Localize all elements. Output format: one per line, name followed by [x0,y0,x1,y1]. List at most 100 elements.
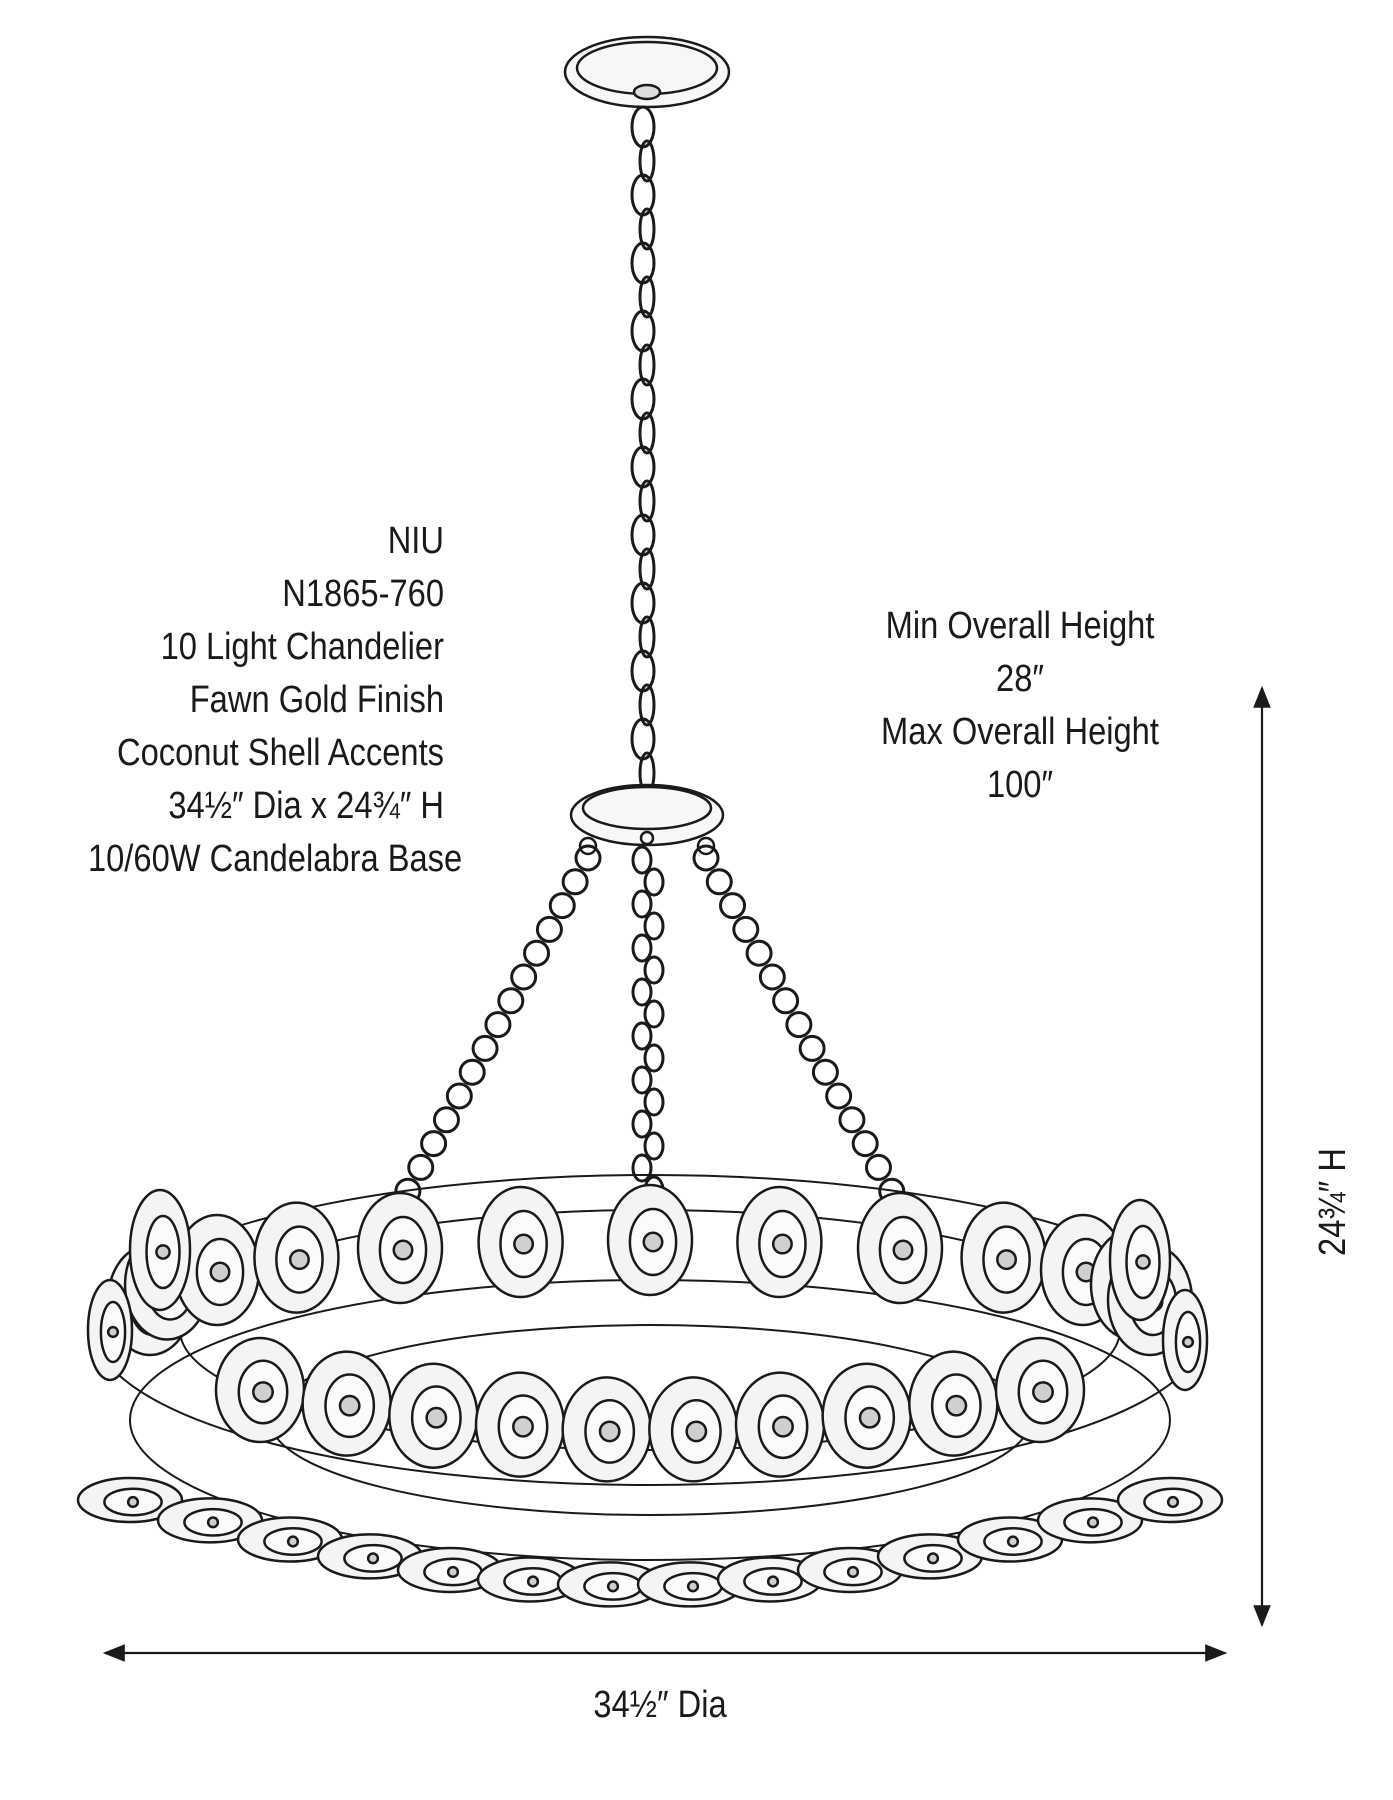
accents-spec: Coconut Shell Accents [116,732,445,774]
size-spec: 34½″ Dia x 24¾″ H [168,785,444,827]
chain-link [638,207,656,251]
chain-link [864,1153,892,1181]
lower-canopy-plate [569,783,725,856]
finish-spec: Fawn Gold Finish [189,679,444,721]
shell-disc [876,1533,984,1580]
chain-link [643,1043,665,1073]
chain-link [785,1011,813,1039]
chain-link [631,889,653,919]
shell-disc [128,1188,192,1312]
chain-link [798,1034,826,1062]
chain-link [523,939,551,967]
shell-disc [856,1191,944,1305]
chain-link [458,1058,486,1086]
product-spec-block: NIU N1865-760 10 Light Chandelier Fawn G… [87,515,463,886]
chain-link [630,445,656,489]
shell-disc [388,1362,479,1469]
shell-disc [716,1556,824,1603]
chain-link [510,963,538,991]
chain-link [719,892,747,920]
shell-disc [908,1350,999,1457]
chain-link [851,1130,879,1158]
chain-link [638,275,656,319]
shell-disc [821,1362,912,1469]
overall-height-block: Min Overall Height 28″ Max Overall Heigh… [848,600,1192,812]
shell-disc [648,1376,739,1483]
diameter-label: 34½″ Dia [593,1684,727,1726]
shell-disc [606,1183,694,1297]
shell-disc [736,1185,823,1299]
chain-link [630,649,656,693]
bulb-spec: 10/60W Candelabra Base [87,838,463,880]
shell-disc [156,1497,264,1544]
chain-link [630,513,656,557]
shell-disc [86,1278,134,1382]
shell-disc [316,1533,424,1580]
chain-link [631,977,653,1007]
brand-name: NIU [387,520,444,562]
chain-link [643,955,665,985]
shell-disc [960,1201,1047,1314]
chain-link [630,105,656,149]
chain-link [631,1153,653,1183]
min-height-value: 28″ [996,658,1044,700]
chain-link [638,547,656,591]
shell-disc [356,1191,444,1305]
shell-disc [1161,1288,1209,1392]
chain-link [432,1106,460,1134]
chain-link [825,1082,853,1110]
ceiling-canopy [563,35,731,109]
shell-disc [556,1561,664,1608]
shell-disc [301,1350,392,1457]
dimension-lines [102,685,1271,1662]
shell-disc [173,1213,261,1327]
chain-link [631,1109,653,1139]
chain-link [497,987,525,1015]
chain-link [772,987,800,1015]
chain-link [638,411,656,455]
chain-link [420,1130,448,1158]
chain-link [643,911,665,941]
chain-link [838,1106,866,1134]
chain-link [484,1011,512,1039]
chain-link [631,1065,653,1095]
suspension-chain [630,105,656,795]
chain-link [638,683,656,727]
chain-link [445,1082,473,1110]
chain-link [574,844,602,872]
shell-disc [561,1376,652,1483]
support-chains [381,844,919,1229]
shell-disc [994,1336,1086,1444]
min-height-label: Min Overall Height [885,605,1155,647]
chain-link [705,868,733,896]
coconut-shell-discs [76,1183,1224,1608]
chain-link [630,241,656,285]
chain-link [643,867,665,897]
chain-link [630,377,656,421]
chain-link [732,915,760,943]
max-height-label: Max Overall Height [881,711,1159,753]
shell-disc [796,1546,904,1594]
chain-link [758,963,786,991]
shell-disc [236,1516,344,1563]
chain-link [631,933,653,963]
height-label: 24¾″ H [1312,1148,1354,1256]
chain-link [811,1058,839,1086]
chain-link [630,717,656,761]
chain-link [630,309,656,353]
chain-link [561,868,589,896]
shell-disc [474,1371,566,1478]
chain-link [471,1034,499,1062]
shell-disc [214,1336,306,1444]
shell-disc [476,1556,584,1603]
chain-link [638,479,656,523]
shell-disc [1108,1198,1172,1322]
chain-link [638,615,656,659]
chain-link [638,139,656,183]
chain-link [548,892,576,920]
chain-link [692,844,720,872]
chain-link [631,1021,653,1051]
chain-link [631,845,653,875]
chain-link [630,581,656,625]
